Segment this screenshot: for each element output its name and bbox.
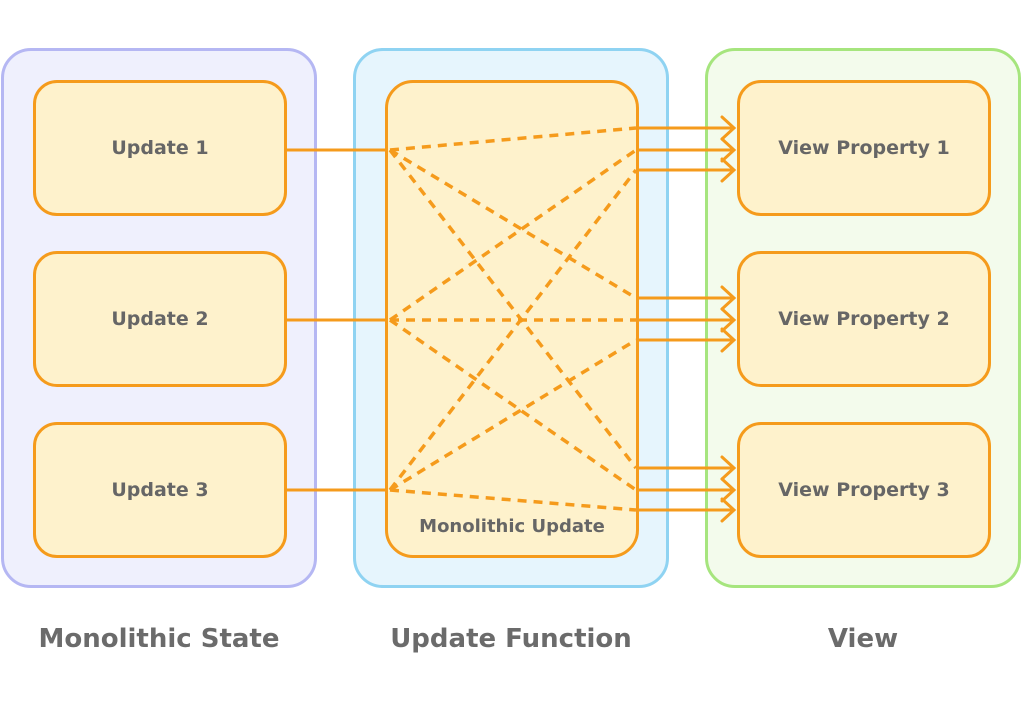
monolithic-update-label: Monolithic Update: [419, 516, 605, 537]
update-node-label: Update 2: [111, 308, 209, 330]
view-property-node-1: View Property 1: [737, 80, 991, 216]
dashed-connection-line: [389, 488, 637, 512]
arrow-head-icon: [720, 137, 737, 163]
arrow-head-icon: [720, 285, 737, 311]
dashed-connection-line: [388, 148, 638, 470]
arrow-head-icon: [720, 307, 737, 333]
dashed-connection-line: [388, 168, 638, 492]
dashed-connection-line: [389, 318, 637, 492]
update-node-2: Update 2: [33, 251, 287, 387]
dashed-connection-line: [389, 148, 637, 300]
view-property-node-3: View Property 3: [737, 422, 991, 558]
update-function-caption: Update Function: [390, 624, 632, 654]
arrow-head-icon: [720, 115, 737, 141]
update-node-3: Update 3: [33, 422, 287, 558]
update-node-label: Update 1: [111, 137, 209, 159]
arrow-head-icon: [720, 455, 737, 481]
dashed-connection-line: [389, 338, 637, 492]
arrow-head-icon: [720, 327, 737, 353]
view-property-label: View Property 3: [778, 479, 950, 501]
arrow-head-icon: [720, 497, 737, 523]
arrow-head-icon: [720, 477, 737, 503]
view-caption: View: [827, 624, 899, 654]
dashed-connection-line: [389, 148, 637, 322]
view-property-node-2: View Property 2: [737, 251, 991, 387]
view-property-label: View Property 2: [778, 308, 950, 330]
monolithic-state-caption: Monolithic State: [38, 624, 280, 654]
update-node-1: Update 1: [33, 80, 287, 216]
arrow-head-icon: [720, 157, 737, 183]
view-property-label: View Property 1: [778, 137, 950, 159]
update-node-label: Update 3: [111, 479, 209, 501]
dashed-connection-line: [389, 126, 637, 152]
